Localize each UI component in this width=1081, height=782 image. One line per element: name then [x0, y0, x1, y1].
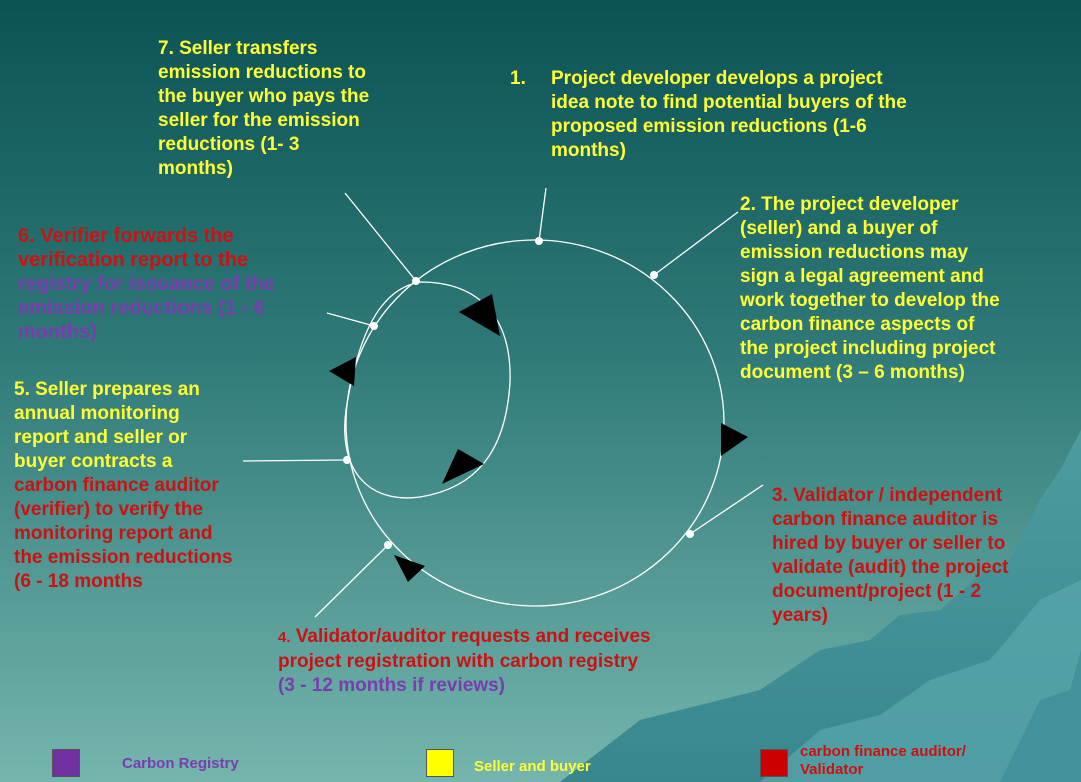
step6-line: verification report to the — [18, 249, 249, 271]
step1-line: proposed emission reductions (1-6 — [551, 116, 867, 137]
leader-line-step4 — [314, 544, 389, 618]
step5-line: monitoring report and — [14, 523, 213, 544]
step6-line: months) — [18, 321, 97, 343]
legend-label-seller-buyer: Seller and buyer — [474, 758, 591, 775]
verification-loop — [344, 281, 511, 499]
step6-line: emission reductions (1 - 6 — [18, 297, 265, 319]
step3-line: document/project (1 - 2 — [772, 581, 982, 602]
step3-line: carbon finance auditor is — [772, 509, 998, 530]
step1-line: months) — [551, 140, 626, 161]
step2-line: document (3 – 6 months) — [740, 362, 965, 383]
step2-line: (seller) and a buyer of — [740, 218, 938, 239]
step5-line: the emission reductions — [14, 547, 233, 568]
arrow-loop-bottom — [442, 449, 484, 484]
leader-line-step1 — [538, 187, 547, 242]
node-step5 — [343, 456, 351, 464]
step4-line: project registration with carbon registr… — [278, 651, 639, 672]
step6-line: registry for issuance of the — [18, 273, 275, 295]
leader-line-step2 — [653, 211, 739, 276]
step6-line: 6. Verifier forwards the — [18, 225, 234, 247]
cycle-circle — [345, 239, 725, 607]
leader-line-step5 — [242, 459, 348, 462]
step7-line: months) — [158, 158, 233, 179]
step2-line: sign a legal agreement and — [740, 266, 984, 287]
step4-line-text: Validator/auditor requests and receives — [290, 626, 651, 647]
node-step1 — [535, 237, 543, 245]
legend-swatch-seller-buyer — [426, 749, 454, 777]
step1-number: 1. — [510, 68, 526, 89]
node-step7 — [412, 277, 420, 285]
step1-line-text: Project developer develops a project — [551, 68, 883, 89]
step4-number: 4. — [278, 629, 291, 646]
leader-line-step6 — [326, 312, 375, 327]
step3-line: years) — [772, 605, 828, 626]
step5-line: (verifier) to verify the — [14, 499, 203, 520]
node-step4 — [384, 541, 392, 549]
step5-line: (6 - 18 months — [14, 571, 143, 592]
step2-line: work together to develop the — [740, 290, 1000, 311]
node-step2 — [650, 271, 658, 279]
step2-text: 2. The project developer (seller) and a … — [740, 193, 1000, 385]
arrow-right-side — [721, 423, 748, 456]
step5-line: annual monitoring — [14, 403, 180, 424]
legend-label-auditor: carbon finance auditor/ Validator — [800, 743, 966, 778]
arrow-bottom — [394, 555, 425, 582]
step7-line: seller for the emission — [158, 110, 360, 131]
step2-line: the project including project — [740, 338, 996, 359]
step1-line: 1. Project developer develops a project — [510, 67, 907, 91]
step3-line: validate (audit) the project — [772, 557, 1009, 578]
step4-text: 4. Validator/auditor requests and receiv… — [278, 625, 651, 698]
leader-line-step7 — [344, 192, 417, 282]
step1-text: 1. Project developer develops a project i… — [510, 67, 907, 163]
step7-line: 7. Seller transfers — [158, 38, 318, 59]
step2-line: carbon finance aspects of — [740, 314, 975, 335]
legend-swatch-auditor — [760, 749, 788, 777]
legend-label-registry: Carbon Registry — [122, 755, 239, 772]
step5-line: buyer contracts a — [14, 451, 173, 472]
step5-line: 5. Seller prepares an — [14, 379, 200, 400]
step4-line: (3 - 12 months if reviews) — [278, 675, 506, 696]
node-step3 — [686, 530, 694, 538]
step5-line: report and seller or — [14, 427, 188, 448]
step3-line: 3. Validator / independent — [772, 485, 1003, 506]
arrow-loop-top — [459, 294, 500, 336]
leader-line-step3 — [689, 484, 764, 535]
step3-line: hired by buyer or seller to — [772, 533, 1006, 554]
step5-text: 5. Seller prepares an annual monitoring … — [14, 378, 233, 594]
step6-text: 6. Verifier forwards the verification re… — [18, 224, 275, 344]
step4-line: 4. Validator/auditor requests and receiv… — [278, 625, 651, 650]
node-step6 — [370, 322, 378, 330]
legend-swatch-registry — [52, 749, 80, 777]
step2-line: emission reductions may — [740, 242, 969, 263]
step5-line: carbon finance auditor — [14, 475, 219, 496]
step7-line: the buyer who pays the — [158, 86, 370, 107]
step7-text: 7. Seller transfers emission reductions … — [158, 37, 369, 181]
step2-line: 2. The project developer — [740, 194, 959, 215]
step7-line: emission reductions to — [158, 62, 366, 83]
step1-line: idea note to find potential buyers of th… — [551, 92, 907, 113]
step7-line: reductions (1- 3 — [158, 134, 300, 155]
step3-text: 3. Validator / independent carbon financ… — [772, 484, 1008, 628]
arrow-left-side — [329, 357, 356, 386]
